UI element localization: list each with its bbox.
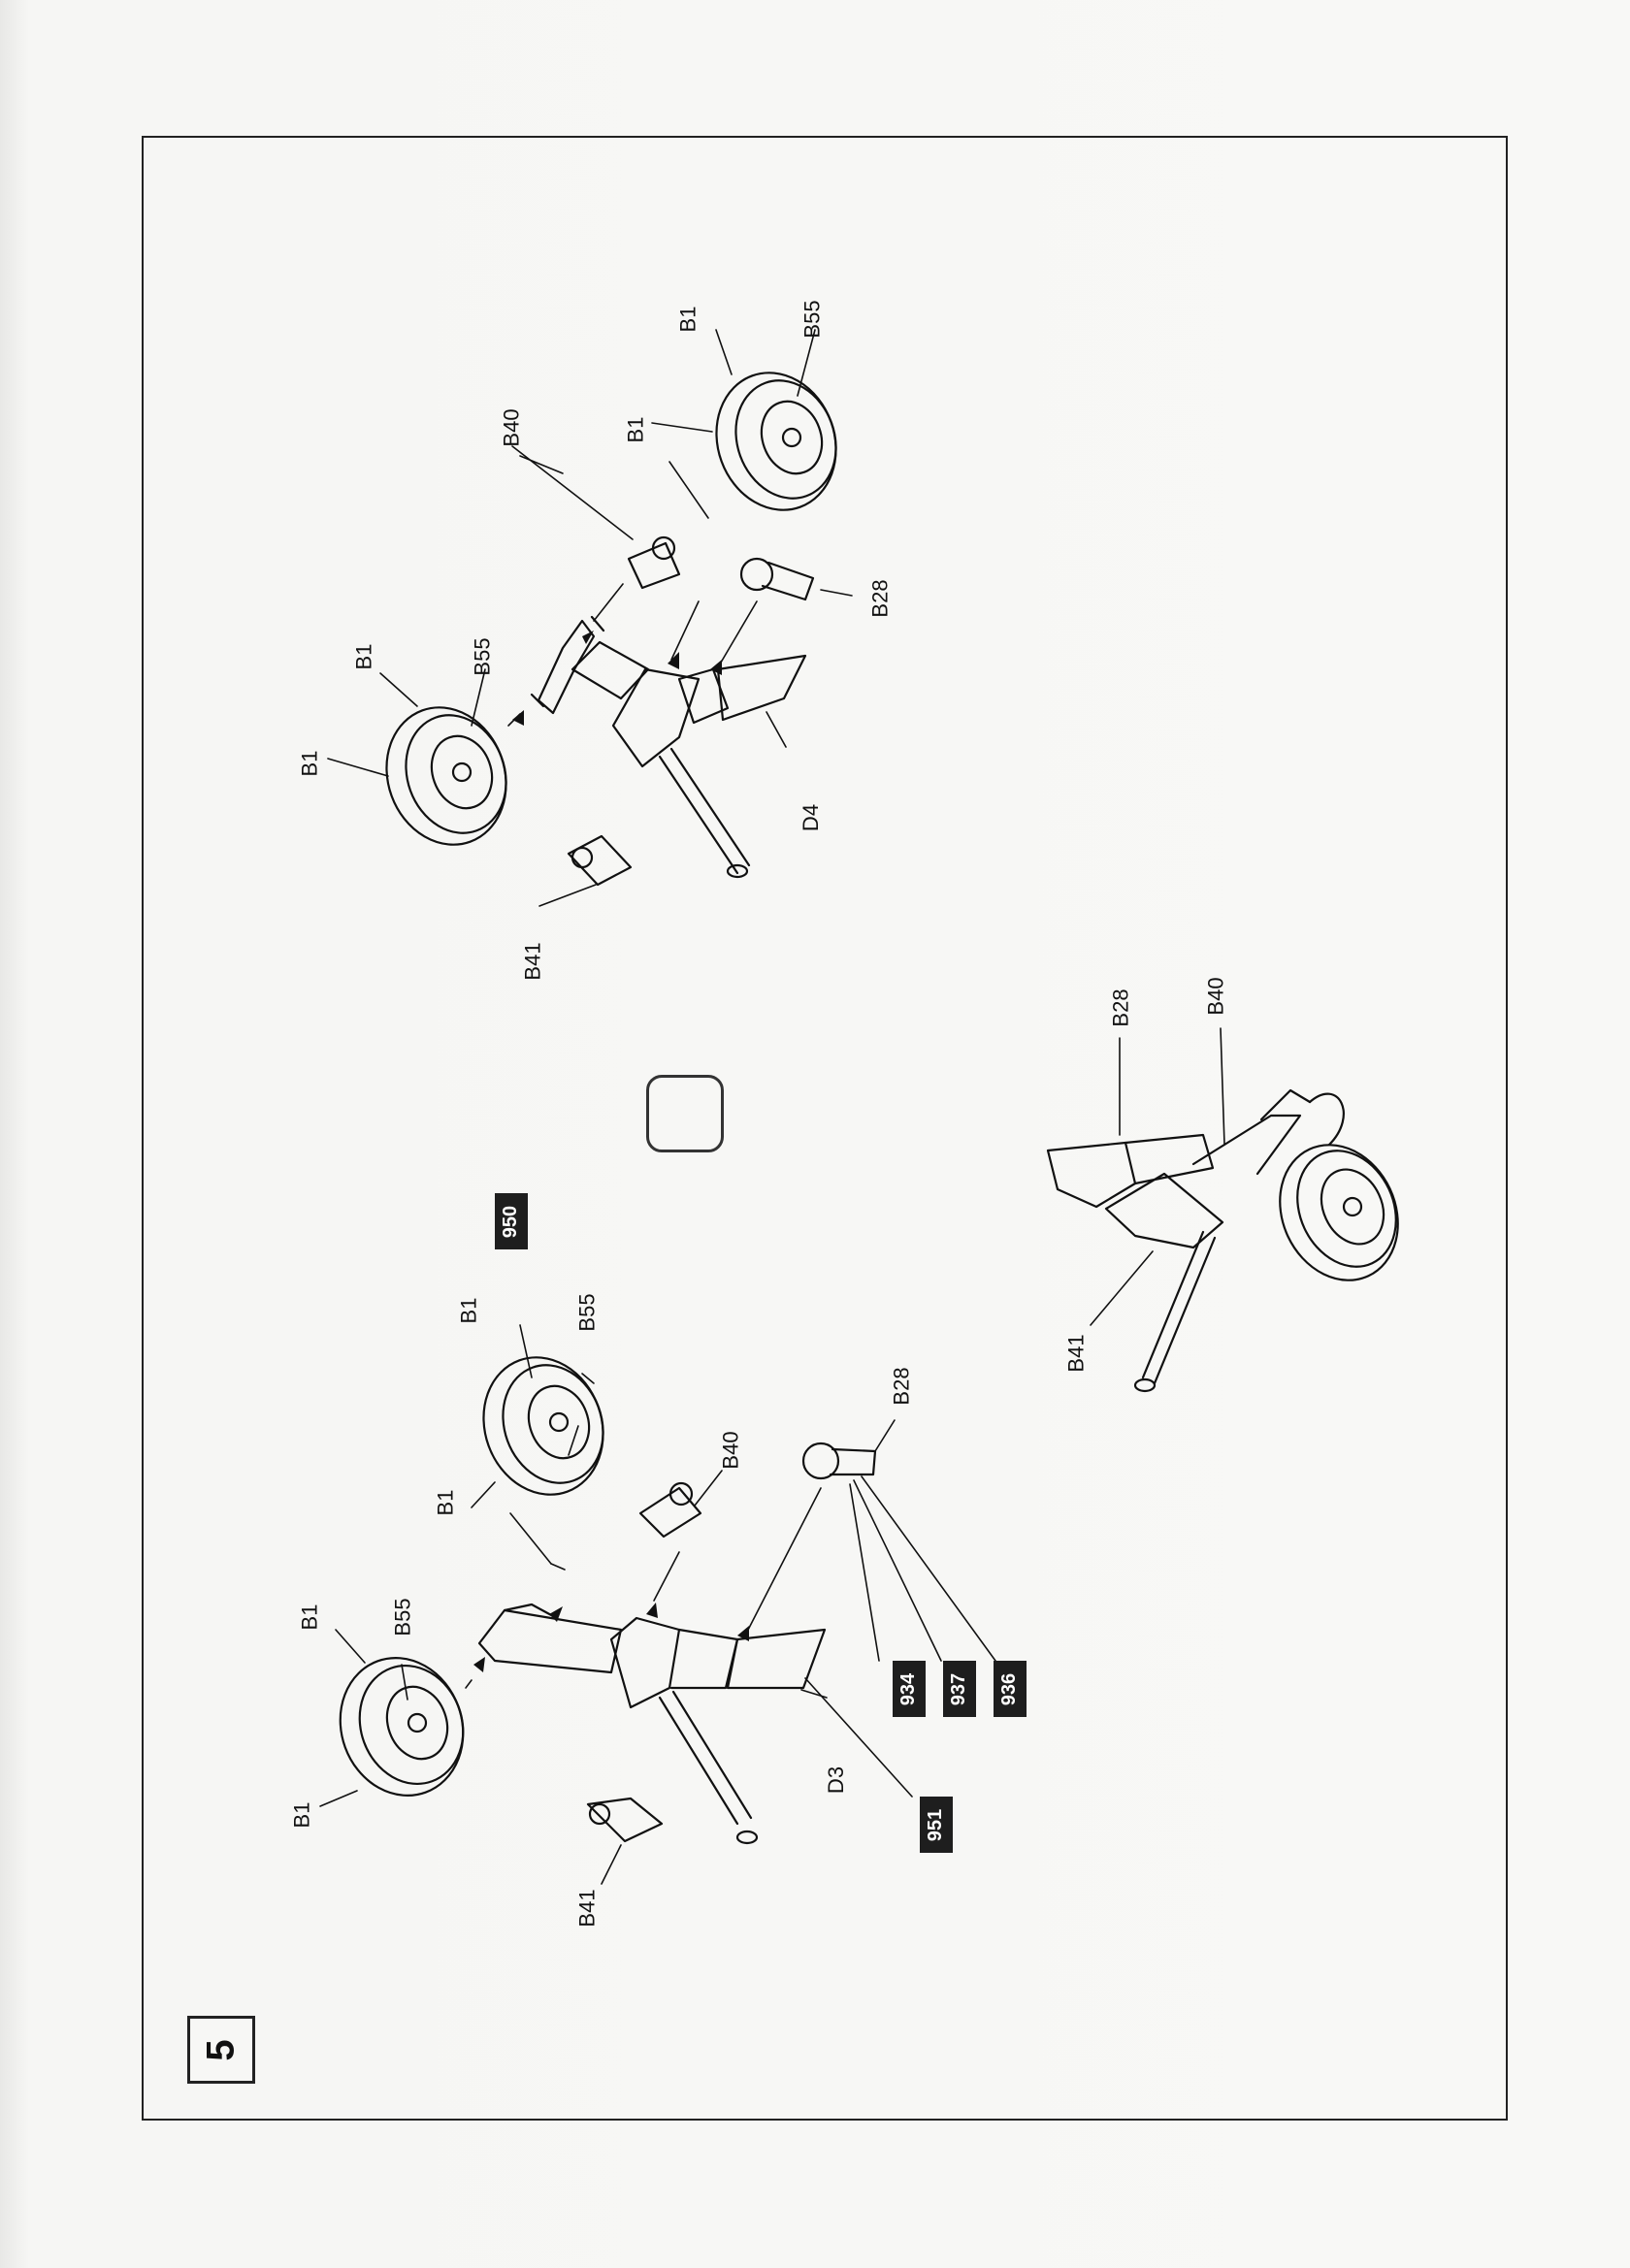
label-b28: B28	[867, 579, 893, 618]
strut-bottom	[477, 1603, 827, 1845]
paint-code-936: 936	[994, 1661, 1027, 1717]
label-b1: B1	[297, 1604, 322, 1631]
label-b28: B28	[889, 1367, 914, 1406]
part-b41-bottom	[586, 1797, 664, 1843]
label-d3: D3	[824, 1766, 849, 1795]
step-frame	[142, 136, 1508, 2121]
part-b40-top	[627, 535, 681, 590]
rotate-view-icon	[646, 1075, 724, 1152]
part-b41-top	[567, 834, 633, 887]
wheel-bottom-left	[339, 1656, 465, 1798]
label-d4: D4	[799, 803, 824, 832]
label-b55: B55	[799, 300, 825, 339]
wheel-top-left	[385, 706, 507, 846]
label-b1: B1	[675, 306, 701, 333]
label-b41: B41	[520, 942, 545, 981]
label-b40: B40	[718, 1431, 743, 1470]
strut-top	[530, 615, 807, 879]
assembled-gear	[1046, 1088, 1399, 1393]
leader-lines-top	[327, 329, 853, 907]
label-b1: B1	[433, 1489, 458, 1516]
leader-lines-assembled	[1090, 1027, 1225, 1326]
part-b28-top	[739, 557, 815, 601]
label-b1: B1	[623, 416, 648, 443]
label-b40: B40	[1203, 977, 1228, 1016]
label-b1: B1	[456, 1297, 481, 1324]
paint-code-951: 951	[920, 1797, 953, 1853]
label-b40: B40	[499, 408, 524, 447]
label-b1: B1	[351, 643, 376, 670]
paint-code-934: 934	[893, 1661, 926, 1717]
label-b55: B55	[574, 1293, 600, 1332]
leader-lines-bottom	[319, 1324, 996, 1885]
part-b40-bottom	[638, 1481, 702, 1539]
paint-code-937: 937	[943, 1661, 976, 1717]
step-number-box: 5	[187, 2016, 255, 2084]
arrowheads	[473, 631, 749, 1672]
label-b55: B55	[390, 1598, 415, 1636]
label-b55: B55	[470, 637, 495, 676]
label-b1: B1	[289, 1801, 314, 1829]
label-b41: B41	[1063, 1334, 1089, 1373]
label-b41: B41	[574, 1889, 600, 1928]
wheel-bottom-mid	[482, 1356, 604, 1496]
label-b28: B28	[1108, 988, 1133, 1027]
label-b1: B1	[297, 750, 322, 777]
wheel-top-right	[715, 372, 837, 511]
paint-code-950: 950	[495, 1193, 528, 1249]
part-b28-bottom	[801, 1442, 877, 1480]
